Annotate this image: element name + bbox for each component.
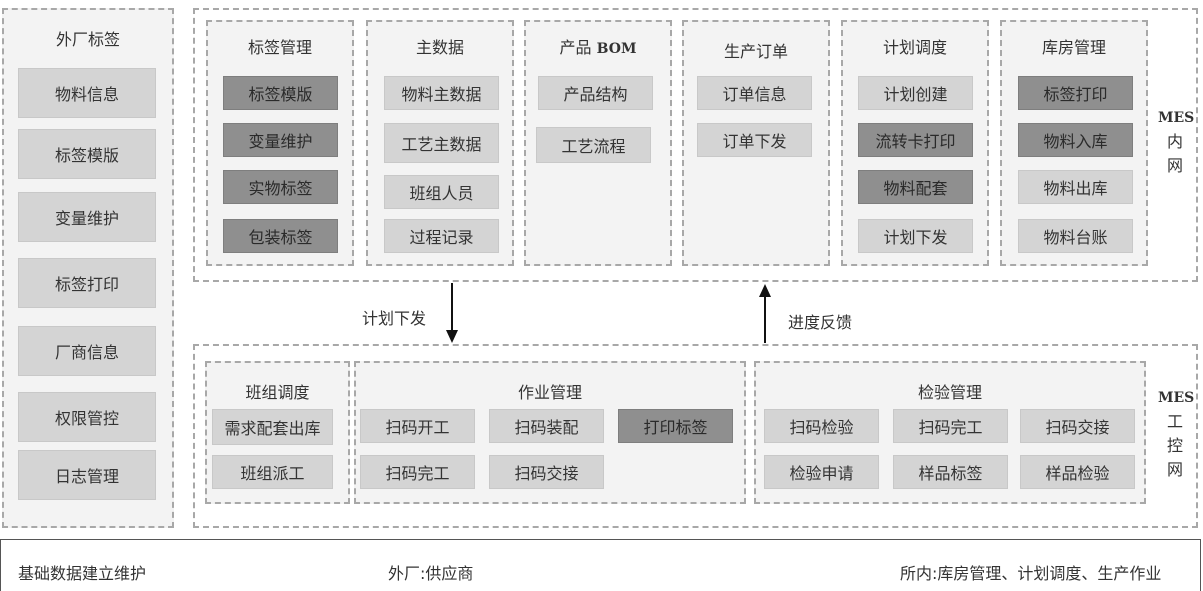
progress-feedback-arrow-label: 进度反馈	[788, 313, 853, 332]
module-product-bom-title: 产品 BOM	[524, 34, 672, 58]
order-release-button[interactable]: 订单下发	[697, 123, 812, 157]
inspection-request-button[interactable]: 检验申请	[764, 455, 879, 489]
module-production-order-title: 生产订单	[723, 42, 788, 61]
inspection-scan-handover-button[interactable]: 扫码交接	[1020, 409, 1135, 443]
progress-feedback-arrow-head	[759, 284, 771, 297]
external-label-title: 外厂标签	[55, 30, 120, 49]
mes-control-container	[193, 344, 1198, 528]
mes-control-label-char1: 工	[1166, 412, 1183, 431]
demand-kitting-outbound-button[interactable]: 需求配套出库	[212, 409, 333, 445]
process-master-data-button[interactable]: 工艺主数据	[384, 123, 499, 163]
scan-start-button[interactable]: 扫码开工	[360, 409, 475, 443]
scan-inspection-button[interactable]: 扫码检验	[764, 409, 879, 443]
inspection-scan-complete-button[interactable]: 扫码完工	[893, 409, 1008, 443]
mes-intranet-label: MES 内 网	[1158, 106, 1195, 178]
module-plan-scheduling-title: 计划调度	[882, 38, 947, 57]
mes-control-label-char3: 网	[1166, 460, 1183, 479]
module-operation-management-title: 作业管理	[517, 383, 582, 402]
plan-release-arrow-label: 计划下发	[362, 309, 427, 328]
team-personnel-button[interactable]: 班组人员	[384, 175, 499, 209]
mes-control-label-char2: 控	[1166, 436, 1183, 455]
footer-basic-data: 基础数据建立维护	[18, 564, 147, 583]
footer-legend	[0, 539, 1201, 591]
physical-label-button[interactable]: 实物标签	[223, 170, 338, 204]
module-label-management-title: 标签管理	[247, 38, 312, 57]
variable-maintenance-button[interactable]: 变量维护	[223, 123, 338, 157]
plan-release-arrow-head	[446, 330, 458, 343]
scan-assembly-button[interactable]: 扫码装配	[489, 409, 604, 443]
module-team-scheduling-title: 班组调度	[245, 383, 310, 402]
plan-create-button[interactable]: 计划创建	[858, 76, 973, 110]
mes-intranet-label-char1: 内	[1166, 132, 1183, 151]
scan-handover-button[interactable]: 扫码交接	[489, 455, 604, 489]
print-label-button[interactable]: 打印标签	[618, 409, 733, 443]
external-item-label-template[interactable]: 标签模版	[18, 129, 156, 179]
process-flow-button[interactable]: 工艺流程	[536, 127, 651, 163]
external-item-permission-control[interactable]: 权限管控	[18, 392, 156, 442]
plan-release-button[interactable]: 计划下发	[858, 219, 973, 253]
sample-inspection-button[interactable]: 样品检验	[1020, 455, 1135, 489]
footer-internal-scope: 所内:库房管理、计划调度、生产作业	[900, 564, 1162, 583]
material-kitting-button[interactable]: 物料配套	[858, 170, 973, 204]
external-item-variable-maintenance[interactable]: 变量维护	[18, 192, 156, 242]
warehouse-label-print-button[interactable]: 标签打印	[1018, 76, 1133, 110]
module-inspection-management-title: 检验管理	[917, 383, 982, 402]
label-template-button[interactable]: 标签模版	[223, 76, 338, 110]
product-bom-title-en: BOM	[596, 41, 637, 57]
sample-label-button[interactable]: 样品标签	[893, 455, 1008, 489]
material-inbound-button[interactable]: 物料入库	[1018, 123, 1133, 157]
package-label-button[interactable]: 包装标签	[223, 219, 338, 253]
module-master-data-title: 主数据	[415, 38, 464, 57]
mes-intranet-label-char2: 网	[1166, 156, 1183, 175]
module-warehouse-management-title: 库房管理	[1041, 38, 1106, 57]
material-master-data-button[interactable]: 物料主数据	[384, 76, 499, 110]
external-item-material-info[interactable]: 物料信息	[18, 68, 156, 118]
material-outbound-button[interactable]: 物料出库	[1018, 170, 1133, 204]
external-item-vendor-info[interactable]: 厂商信息	[18, 326, 156, 376]
product-bom-title-cn: 产品	[559, 38, 592, 57]
mes-control-label-en: MES	[1158, 390, 1195, 406]
mes-intranet-container	[193, 8, 1198, 282]
team-dispatch-button[interactable]: 班组派工	[212, 455, 333, 489]
scan-complete-button[interactable]: 扫码完工	[360, 455, 475, 489]
process-record-button[interactable]: 过程记录	[384, 219, 499, 253]
order-info-button[interactable]: 订单信息	[697, 76, 812, 110]
mes-intranet-label-en: MES	[1158, 110, 1195, 126]
material-ledger-button[interactable]: 物料台账	[1018, 219, 1133, 253]
external-item-log-management[interactable]: 日志管理	[18, 450, 156, 500]
product-structure-button[interactable]: 产品结构	[538, 76, 653, 110]
external-item-label-print[interactable]: 标签打印	[18, 258, 156, 308]
footer-external-supplier: 外厂:供应商	[388, 564, 474, 583]
mes-control-label: MES 工 控 网	[1158, 386, 1195, 482]
traveler-card-print-button[interactable]: 流转卡打印	[858, 123, 973, 157]
